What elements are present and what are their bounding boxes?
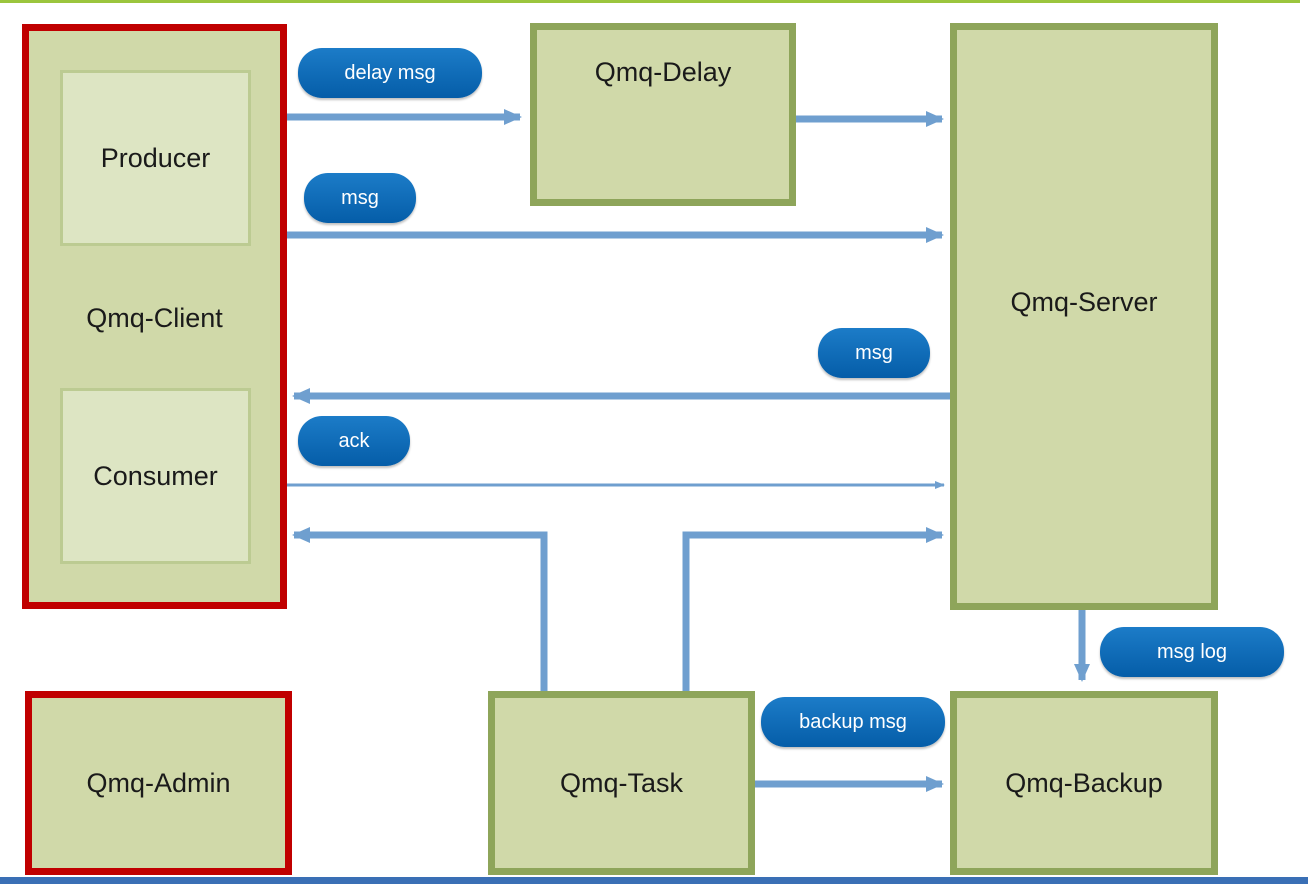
bottom-rule: [0, 877, 1296, 884]
qmq-backup-label: Qmq-Backup: [1005, 767, 1163, 798]
qmq-task-box: Qmq-Task: [488, 691, 755, 875]
qmq-backup-box: Qmq-Backup: [950, 691, 1218, 875]
produce-msg-label: msg: [304, 173, 416, 223]
consume-msg-label: msg: [818, 328, 930, 378]
bottom-curve: [1280, 840, 1308, 884]
qmq-server-label: Qmq-Server: [1010, 287, 1158, 317]
arrow-task-to-server: [682, 527, 944, 700]
qmq-delay-box: Qmq-Delay: [530, 23, 796, 206]
qmq-admin-label: Qmq-Admin: [86, 767, 231, 798]
consumer-label: Consumer: [93, 460, 218, 491]
backup-msg-label: backup msg: [761, 697, 945, 747]
qmq-delay-label: Qmq-Delay: [594, 57, 732, 87]
arrow-task-to-client: [292, 527, 548, 700]
consumer-box: Consumer: [60, 388, 251, 564]
qmq-task-label: Qmq-Task: [559, 767, 684, 798]
qmq-client-box: Producer Qmq-Client Consumer: [22, 24, 287, 609]
qmq-admin-box: Qmq-Admin: [25, 691, 292, 875]
producer-label: Producer: [100, 142, 211, 173]
qmq-client-label: Qmq-Client: [86, 303, 223, 333]
delay-msg-label: delay msg: [298, 48, 482, 98]
top-rule: [0, 0, 1300, 3]
qmq-server-box: Qmq-Server: [950, 23, 1218, 610]
msg-log-label: msg log: [1100, 627, 1284, 677]
producer-box: Producer: [60, 70, 251, 246]
ack-label: ack: [298, 416, 410, 466]
